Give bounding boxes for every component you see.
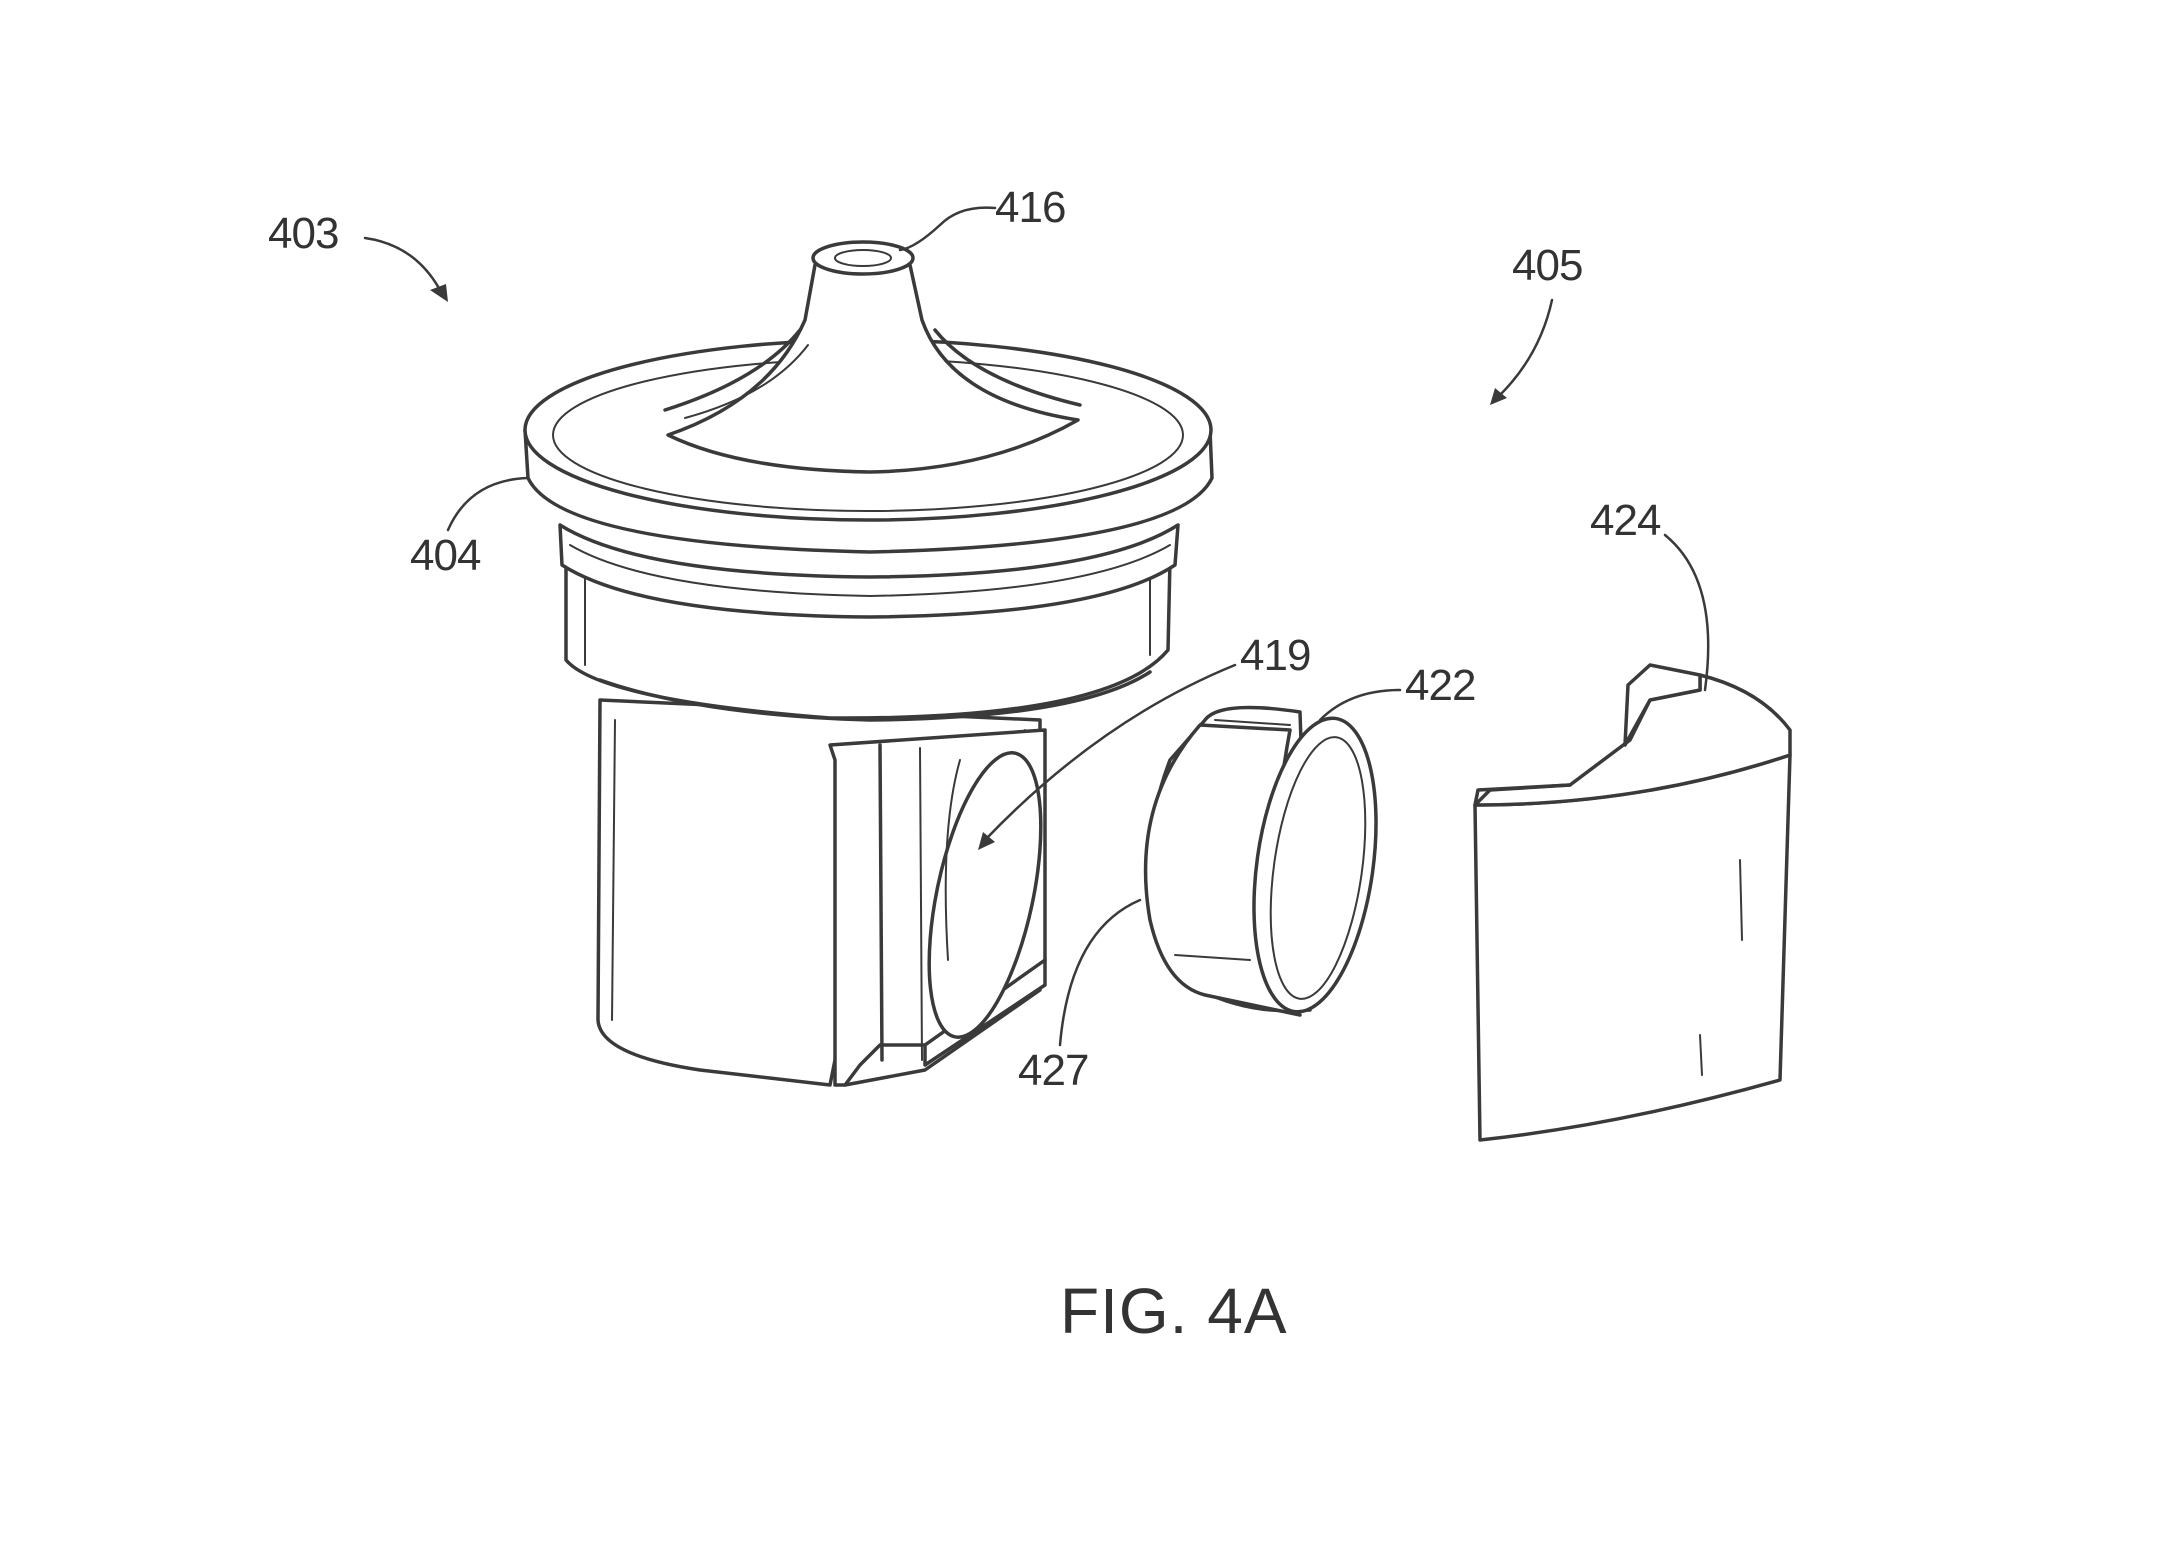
label-403: 403 — [268, 209, 338, 258]
label-405: 405 — [1512, 241, 1582, 290]
opening-419 — [927, 751, 1043, 1039]
reference-numerals: 403 404 405 416 419 422 424 427 — [268, 183, 1662, 1095]
figure-caption: FIG. 4A — [1060, 1275, 1288, 1347]
disc-face-422 — [1252, 716, 1378, 1014]
cover-front — [1473, 753, 1792, 1142]
nozzle-416 — [666, 246, 1080, 474]
main-body-assembly — [523, 240, 1214, 1087]
leader-lines — [363, 206, 1710, 1047]
label-424: 424 — [1590, 496, 1661, 545]
label-427: 427 — [1018, 1046, 1088, 1095]
label-422: 422 — [1405, 661, 1475, 710]
label-416: 416 — [995, 183, 1065, 232]
label-404: 404 — [410, 531, 481, 580]
cover-424-assembly — [1473, 663, 1792, 1142]
label-419: 419 — [1240, 631, 1310, 680]
groove-ring — [558, 523, 1180, 619]
valve-disc-assembly — [1143, 705, 1378, 1017]
